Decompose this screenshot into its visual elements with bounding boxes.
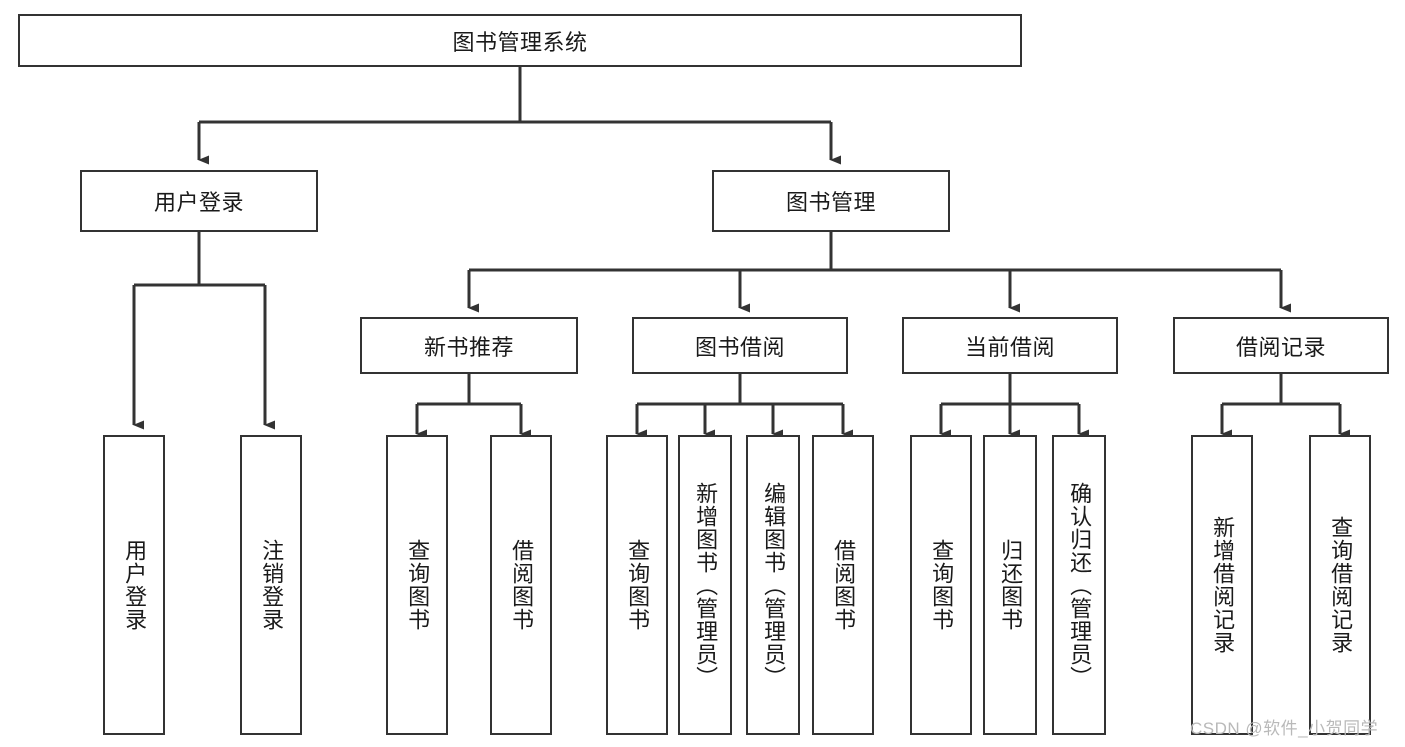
- leaf-borrow-borrow-book-label: 借阅图书: [831, 539, 857, 631]
- leaf-current-query-book-label: 查询图书: [929, 539, 955, 631]
- node-borrow-record[interactable]: 借阅记录: [1173, 317, 1389, 374]
- leaf-current-return-book-label: 归还图书: [998, 539, 1024, 631]
- leaf-recommend-borrow-book-label: 借阅图书: [509, 539, 535, 631]
- leaf-record-query-record-label: 查询借阅记录: [1328, 516, 1354, 654]
- leaf-recommend-query-book[interactable]: 查询图书: [386, 435, 448, 735]
- node-user-login[interactable]: 用户登录: [80, 170, 318, 232]
- leaf-record-add-record-label: 新增借阅记录: [1210, 516, 1236, 654]
- leaf-recommend-query-book-label: 查询图书: [405, 539, 431, 631]
- node-root-system-label: 图书管理系统: [452, 29, 588, 55]
- node-book-management-label: 图书管理: [785, 190, 876, 215]
- leaf-borrow-edit-book-admin[interactable]: 编辑图书（管理员）: [746, 435, 800, 735]
- node-current-borrow[interactable]: 当前借阅: [902, 317, 1118, 374]
- leaf-user-login-signin-label: 用户登录: [122, 539, 148, 631]
- leaf-record-query-record[interactable]: 查询借阅记录: [1309, 435, 1371, 735]
- leaf-borrow-query-book-label: 查询图书: [625, 539, 651, 631]
- node-book-borrow[interactable]: 图书借阅: [632, 317, 848, 374]
- leaf-borrow-query-book[interactable]: 查询图书: [606, 435, 668, 735]
- node-root-system[interactable]: 图书管理系统: [18, 14, 1022, 67]
- leaf-current-return-book[interactable]: 归还图书: [983, 435, 1037, 735]
- leaf-recommend-borrow-book[interactable]: 借阅图书: [490, 435, 552, 735]
- leaf-user-login-signout[interactable]: 注销登录: [240, 435, 302, 735]
- leaf-user-login-signout-label: 注销登录: [259, 539, 285, 631]
- node-new-book-recommend-label: 新书推荐: [423, 334, 514, 360]
- leaf-current-query-book[interactable]: 查询图书: [910, 435, 972, 735]
- node-borrow-record-label: 借阅记录: [1235, 334, 1326, 360]
- leaf-borrow-edit-book-admin-label: 编辑图书（管理员）: [761, 481, 787, 689]
- node-user-login-label: 用户登录: [153, 190, 244, 215]
- leaf-borrow-add-book-admin[interactable]: 新增图书（管理员）: [678, 435, 732, 735]
- node-current-borrow-label: 当前借阅: [964, 334, 1055, 360]
- leaf-current-confirm-return-admin[interactable]: 确认归还（管理员）: [1052, 435, 1106, 735]
- node-new-book-recommend[interactable]: 新书推荐: [360, 317, 578, 374]
- leaf-user-login-signin[interactable]: 用户登录: [103, 435, 165, 735]
- node-book-management[interactable]: 图书管理: [712, 170, 950, 232]
- leaf-record-add-record[interactable]: 新增借阅记录: [1191, 435, 1253, 735]
- leaf-borrow-borrow-book[interactable]: 借阅图书: [812, 435, 874, 735]
- leaf-borrow-add-book-admin-label: 新增图书（管理员）: [693, 481, 719, 689]
- leaf-current-confirm-return-admin-label: 确认归还（管理员）: [1067, 481, 1093, 689]
- node-book-borrow-label: 图书借阅: [694, 334, 785, 360]
